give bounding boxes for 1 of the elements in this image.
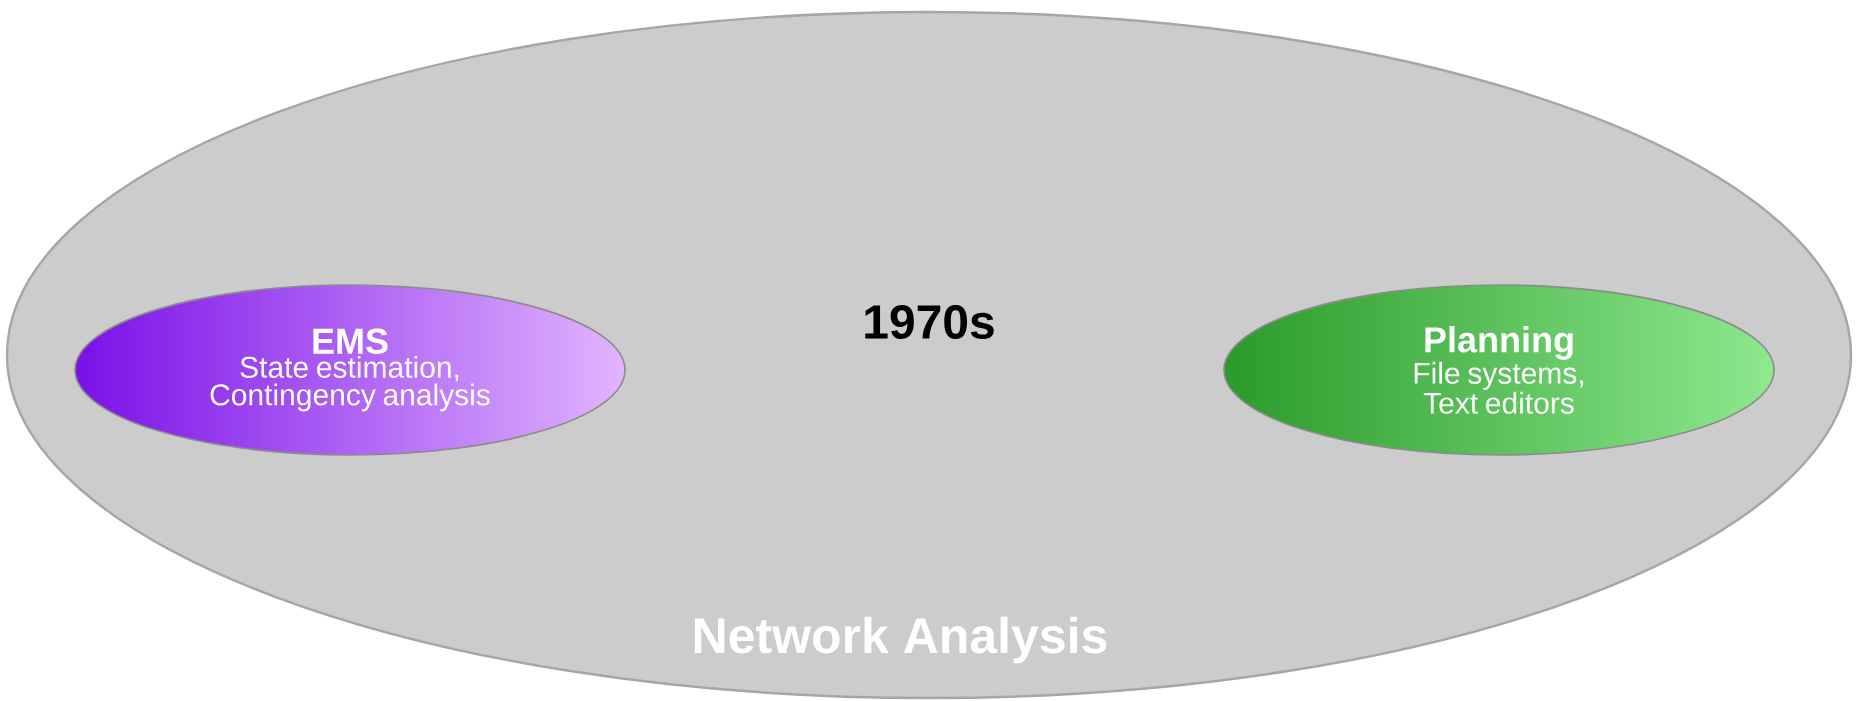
heading: 1970s: [865, 305, 994, 339]
